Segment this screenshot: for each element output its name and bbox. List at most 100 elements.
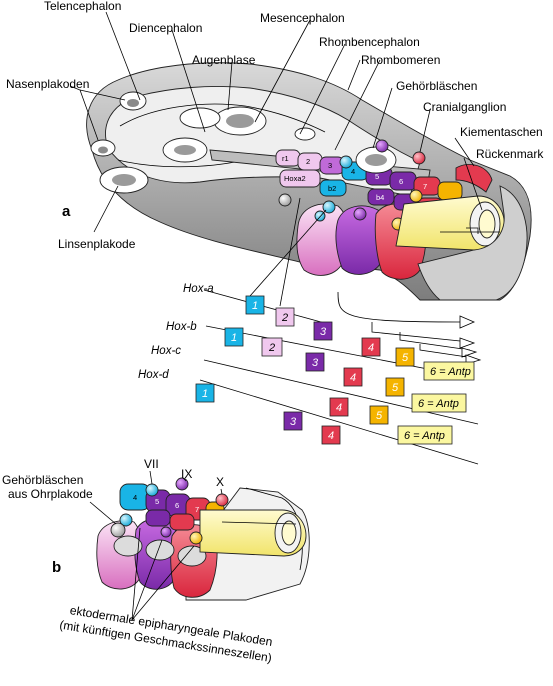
hox-box-d1: 1 [195, 383, 215, 403]
ganglion-purple-2 [353, 207, 367, 221]
panel-a-letter: a [62, 203, 71, 220]
label-diencephalon: Diencephalon [129, 21, 202, 35]
hox-b-label: Hox-b [166, 321, 197, 333]
svg-text:3: 3 [320, 326, 327, 338]
b-rhombomere-label: 6 [175, 501, 179, 510]
label-augenblase: Augenblase [192, 53, 256, 67]
b-rhombomere-label: 4 [133, 493, 137, 502]
hoxa2-label: Hoxa2 [284, 174, 306, 183]
panel-b-letter: b [52, 559, 61, 576]
rhombomere-b4 [367, 188, 395, 206]
label-cranialganglion: Cranialganglion [423, 100, 506, 114]
hox-box-c5: 5 [385, 377, 405, 397]
hox-row-b: Hox-b 1 2 3 4 5 6 = A [166, 321, 475, 381]
hox-box-d5: 5 [369, 405, 389, 425]
rhombomere-label: 2 [306, 157, 310, 166]
arch-red-dorsal [455, 164, 493, 193]
b-rhombomere-label: 7 [195, 505, 199, 514]
hox-box-b3: 3 [313, 321, 333, 341]
rhombomere-label: 7 [423, 182, 427, 191]
label-rueckenmark: Rückenmark [476, 147, 544, 161]
label-gehoerblaeschen-ohr-2: aus Ohrplakode [8, 487, 93, 501]
b-ganglion-yellow-low [189, 531, 203, 545]
label-nerve-x: X [216, 475, 224, 489]
ganglion-yellow-1 [409, 189, 423, 203]
svg-text:2: 2 [268, 342, 275, 354]
b-ganglion-ix [175, 477, 189, 491]
panel-a-labels: Telencephalon Diencephalon Mesencephalon… [6, 0, 544, 251]
svg-text:3: 3 [290, 416, 297, 428]
svg-text:4: 4 [350, 372, 356, 384]
rhombomere-label: 3 [328, 161, 332, 170]
svg-text:6 = Antp: 6 = Antp [430, 366, 471, 378]
rhombomere-label: r1 [282, 154, 289, 163]
hox-box-a2: 2 [275, 307, 295, 327]
label-nerve-ix: IX [181, 467, 192, 481]
hox-box-a1: 1 [245, 295, 265, 315]
hox-cluster-diagram: Hox-a 1 2 Hox-b 1 [138, 197, 482, 465]
label-gehoerblaeschen: Gehörbläschen [396, 79, 477, 93]
hox-box-c4: 4 [343, 367, 363, 387]
svg-text:4: 4 [368, 342, 374, 354]
hox-box-b1: 1 [224, 327, 244, 347]
hox-row-a: Hox-a 1 2 [183, 283, 476, 329]
hox-box-d3: 3 [283, 411, 303, 431]
hox-row-c: Hox-c 3 4 5 6 = Antp [151, 345, 479, 425]
rhombomere-8 [437, 181, 463, 201]
b-otic-vesicle [110, 522, 126, 538]
ganglion-red-1 [412, 151, 426, 165]
svg-text:1: 1 [202, 388, 208, 400]
rhombomere-label: 5 [375, 172, 379, 181]
hoxa2-segment [279, 169, 321, 188]
hox-a-label: Hox-a [183, 283, 214, 295]
b-ganglion-cyan-low [119, 513, 133, 527]
b-ganglion-vii [145, 483, 159, 497]
svg-text:4: 4 [336, 402, 342, 414]
svg-text:5: 5 [402, 352, 409, 364]
label-mesencephalon: Mesencephalon [260, 11, 345, 25]
hox-box-b5: 5 [395, 347, 415, 367]
rhombomere-label: 4 [351, 167, 355, 176]
embryo-head-illustration: r1 2 3 4 5 6 7 b2 b4 Hoxa2 [86, 62, 532, 301]
rhombomere-label: b4 [376, 193, 384, 202]
svg-text:1: 1 [252, 300, 258, 312]
hox-box-d4: 4 [329, 397, 349, 417]
svg-text:5: 5 [376, 410, 383, 422]
label-gehoerblaeschen-ohr-1: Gehörbläschen [2, 473, 83, 487]
hox-box-c3: 3 [305, 352, 325, 372]
b-rhombomere-label: 5 [155, 497, 159, 506]
pharyngeal-region-illustration: 4 5 6 7 [96, 477, 310, 601]
hox-box-c6: 6 = Antp [411, 393, 467, 413]
hox-box-b4: 4 [361, 337, 381, 357]
hox-box-b2: 2 [261, 337, 283, 357]
svg-text:5: 5 [392, 382, 399, 394]
hox-c-label: Hox-c [151, 345, 181, 357]
svg-text:2: 2 [281, 312, 288, 324]
label-nerve-vii: VII [144, 457, 159, 471]
label-rhombencephalon: Rhombencephalon [319, 35, 420, 49]
label-rhombomeren: Rhombomeren [361, 53, 440, 67]
svg-text:6 = Antp: 6 = Antp [418, 398, 459, 410]
hox-row-d: Hox-d 1 3 4 4 5 6 = A [138, 369, 479, 465]
svg-text:4: 4 [328, 430, 334, 442]
hox-box-d4b: 4 [321, 425, 341, 445]
rhombomere-label: b2 [328, 184, 336, 193]
svg-text:1: 1 [231, 332, 237, 344]
svg-text:3: 3 [312, 357, 319, 369]
rhombomere-b2 [319, 179, 347, 197]
panel-a-leader-lines [69, 11, 483, 233]
hox-box-d6: 6 = Antp [397, 425, 453, 445]
b-ganglion-purple-low [160, 526, 172, 538]
rhombomere-labels: r1 2 3 4 5 6 7 b2 b4 Hoxa2 [282, 154, 427, 202]
rhombomere-label: 6 [399, 177, 403, 186]
ganglion-grey [278, 193, 292, 207]
ganglion-cyan-1 [339, 155, 353, 169]
svg-text:6 = Antp: 6 = Antp [404, 430, 445, 442]
label-telencephalon: Telencephalon [44, 0, 121, 13]
hox-box-b6: 6 = Antp [423, 361, 475, 381]
label-nasenplakoden: Nasenplakoden [6, 77, 89, 91]
ganglion-purple-1 [375, 139, 389, 153]
b-ganglion-x [215, 493, 229, 507]
hox-d-label: Hox-d [138, 369, 169, 381]
